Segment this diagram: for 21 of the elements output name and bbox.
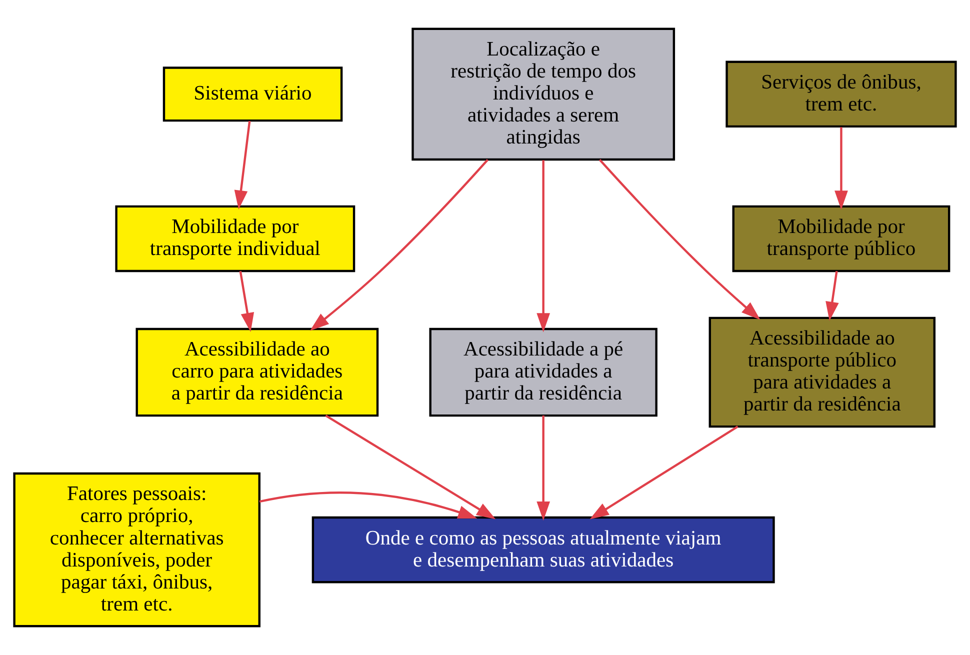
arrow bbox=[325, 414, 496, 520]
node-box: Localização e restrição de tempo dos indivíduos e atividades a serem atingidas bbox=[412, 28, 676, 161]
arrow bbox=[239, 270, 254, 332]
arrow bbox=[310, 159, 489, 331]
node-box: Serviços de ônibus, trem etc. bbox=[726, 60, 957, 128]
node-box: Fatores pessoais: carro próprio, conhecer alternativas disponíveis, poder pagar táxi, ônibus, trem etc. bbox=[13, 472, 260, 628]
arrow bbox=[598, 159, 760, 320]
node-box: Acessibilidade a pé para atividades a partir da residência bbox=[429, 328, 658, 417]
arrow bbox=[536, 416, 550, 521]
arrow bbox=[834, 127, 848, 210]
arrow bbox=[590, 426, 738, 520]
node-box: Onde e como as pessoas atualmente viajam e desempenham suas atividades bbox=[312, 516, 775, 584]
arrow bbox=[259, 492, 478, 519]
node-box: Mobilidade por transporte individual bbox=[115, 205, 356, 272]
node-box: Sistema viário bbox=[162, 66, 343, 122]
node-box: Acessibilidade ao carro para atividades a partir da residência bbox=[136, 328, 379, 417]
node-box: Mobilidade por transporte público bbox=[732, 205, 950, 272]
arrow bbox=[536, 160, 550, 332]
node-box: Acessibilidade ao transporte público para atividades a partir da residência bbox=[708, 316, 936, 428]
arrow bbox=[826, 270, 839, 321]
arrow bbox=[234, 120, 251, 210]
